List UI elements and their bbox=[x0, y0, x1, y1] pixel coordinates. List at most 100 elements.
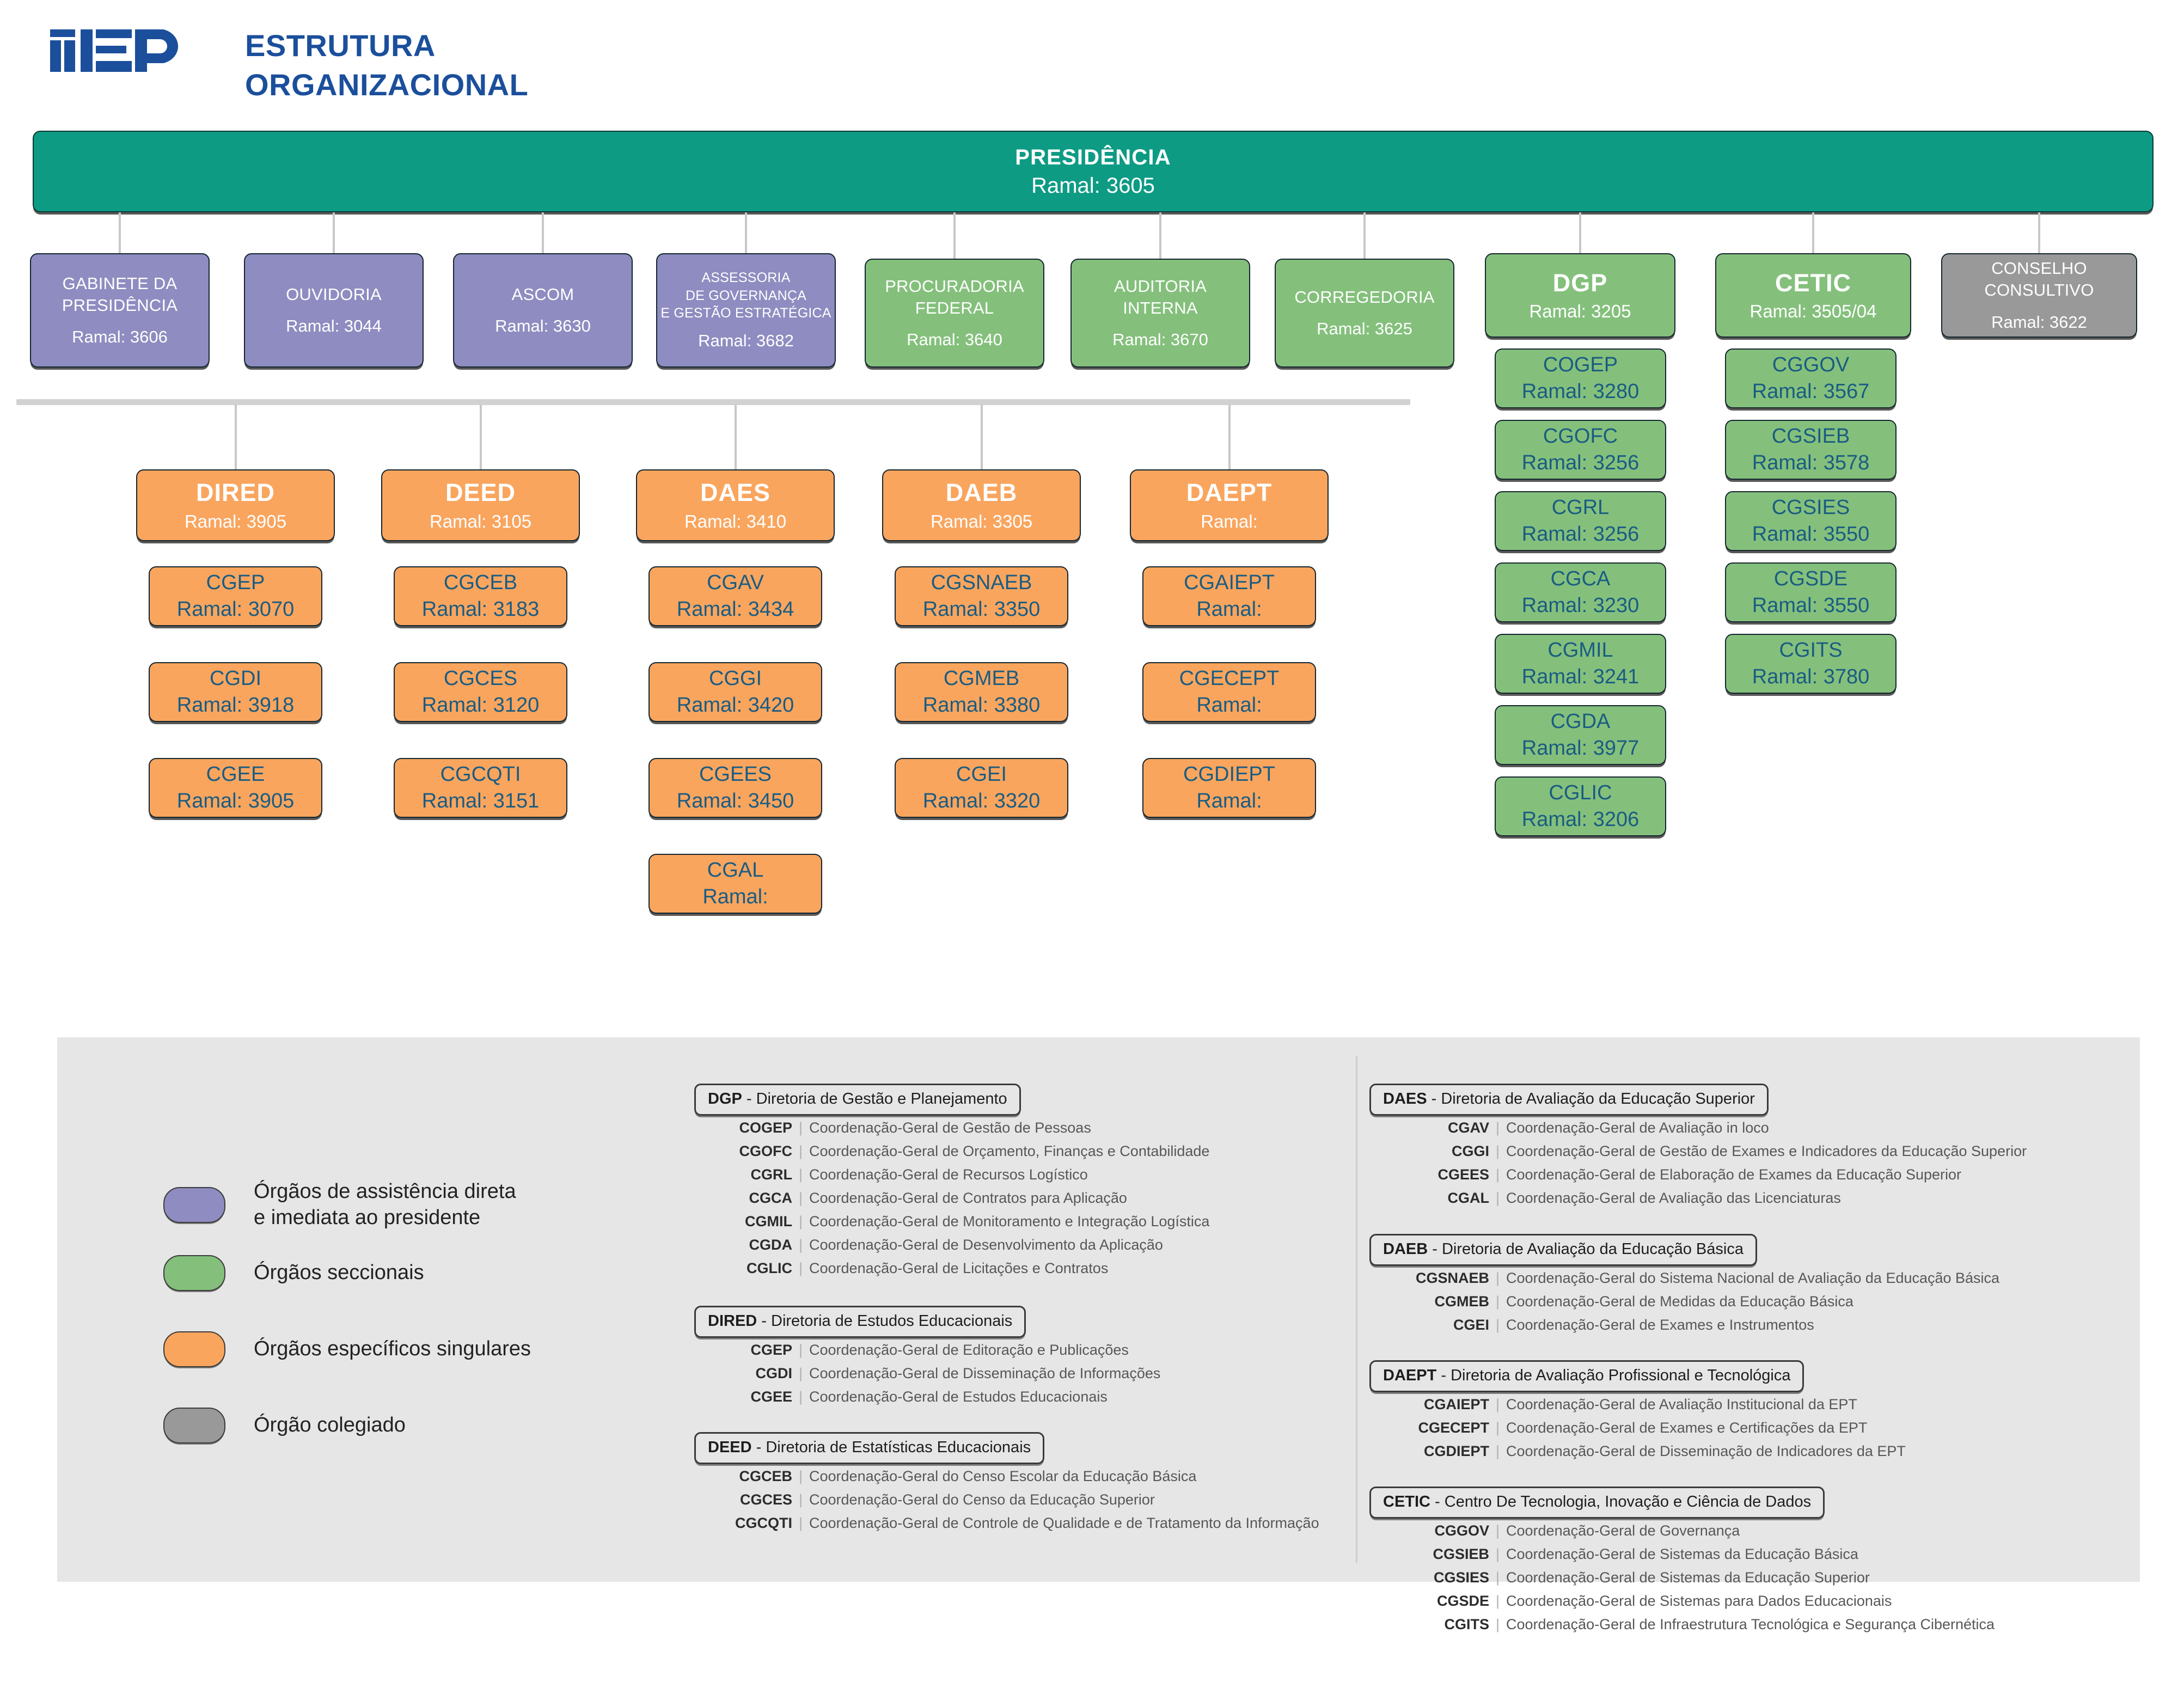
node-daes[interactable]: DAES Ramal: 3410 bbox=[636, 469, 835, 541]
glossary-row: CGAIEPT|Coordenação-Geral de Avaliação I… bbox=[1386, 1396, 1906, 1413]
glossary-row: CGEES|Coordenação-Geral de Elaboração de… bbox=[1386, 1166, 2027, 1183]
inep-logo bbox=[50, 29, 179, 72]
node-ramal: Ramal: 3410 bbox=[684, 511, 787, 531]
node-ramal: Ramal: 3905 bbox=[176, 790, 295, 812]
glossary-row: CGOFC|Coordenação-Geral de Orçamento, Fi… bbox=[711, 1143, 1210, 1160]
legend-label: Órgão colegiado bbox=[254, 1414, 406, 1437]
legend-divider bbox=[1356, 1056, 1357, 1563]
glossary-row-description: Coordenação-Geral de Monitoramento e Int… bbox=[809, 1213, 1210, 1230]
glossary-separator: | bbox=[799, 1143, 803, 1159]
node-title: PRESIDÊNCIA bbox=[1015, 145, 1171, 169]
glossary-row-description: Coordenação-Geral de Gestão de Exames e … bbox=[1506, 1143, 2027, 1159]
node-ramal: Ramal: 3241 bbox=[1521, 665, 1639, 688]
glossary-header-abbr: DIRED bbox=[708, 1312, 757, 1330]
node-title: CGAL bbox=[707, 858, 764, 882]
glossary-header-abbr: DAEB bbox=[1383, 1240, 1428, 1258]
glossary-header-name: - Diretoria de Avaliação Profissional e … bbox=[1436, 1367, 1791, 1384]
node-title: CGSNAEB bbox=[931, 571, 1032, 594]
node-title: DAES bbox=[700, 479, 771, 507]
node-title: CGDA bbox=[1550, 710, 1611, 733]
title-line-2: ORGANIZACIONAL bbox=[245, 67, 529, 102]
connector-directorate-0 bbox=[234, 405, 237, 470]
glossary-row: CGSIES|Coordenação-Geral de Sistemas da … bbox=[1386, 1569, 1995, 1586]
glossary-separator: | bbox=[1496, 1190, 1500, 1206]
glossary-separator: | bbox=[799, 1260, 803, 1276]
node-ramal: Ramal: 3350 bbox=[922, 598, 1041, 621]
glossary-row: CGDI|Coordenação-Geral de Disseminação d… bbox=[711, 1365, 1161, 1382]
glossary-row-description: Coordenação-Geral do Censo da Educação S… bbox=[809, 1491, 1155, 1508]
glossary-row-description: Coordenação-Geral de Desenvolvimento da … bbox=[809, 1237, 1163, 1253]
node-ramal: Ramal: 3606 bbox=[72, 327, 168, 347]
node-cgsnaeb[interactable]: CGSNAEB Ramal: 3350 bbox=[895, 566, 1068, 626]
glossary-row-description: Coordenação-Geral de Gestão de Pessoas bbox=[809, 1120, 1091, 1136]
node-ramal: Ramal: 3070 bbox=[176, 598, 295, 621]
glossary-header-name: - Diretoria de Avaliação da Educação Sup… bbox=[1427, 1090, 1755, 1108]
connector-presidency-2 bbox=[542, 212, 544, 253]
glossary-row: CGMIL|Coordenação-Geral de Monitoramento… bbox=[711, 1213, 1209, 1230]
connector-presidency-4 bbox=[953, 212, 956, 259]
glossary-row: CGEI|Coordenação-Geral de Exames e Instr… bbox=[1386, 1317, 1999, 1334]
glossary-header-name: - Diretoria de Gestão e Planejamento bbox=[742, 1090, 1007, 1108]
glossary-separator: | bbox=[1496, 1569, 1500, 1586]
node-title: CGITS bbox=[1779, 638, 1843, 662]
glossary-row: CGDA|Coordenação-Geral de Desenvolviment… bbox=[711, 1237, 1209, 1253]
node-ramal: Ramal: 3380 bbox=[922, 694, 1041, 717]
glossary-row: CGCEB|Coordenação-Geral do Censo Escolar… bbox=[711, 1468, 1319, 1485]
glossary-row-description: Coordenação-Geral de Disseminação de Ind… bbox=[1506, 1443, 1906, 1459]
glossary-header-name: - Diretoria de Estudos Educacionais bbox=[757, 1312, 1013, 1330]
glossary-row-abbr: CGEE bbox=[750, 1389, 792, 1405]
node-title: CGSIEB bbox=[1771, 424, 1850, 448]
glossary-list-dgp: COGEP|Coordenação-Geral de Gestão de Pes… bbox=[711, 1120, 1209, 1283]
node-ramal: Ramal: 3044 bbox=[286, 316, 382, 335]
glossary-header-cetic: CETIC - Centro De Tecnologia, Inovação e… bbox=[1369, 1487, 1825, 1519]
node-ramal: Ramal: 3625 bbox=[1317, 319, 1412, 338]
node-title: DEED bbox=[445, 479, 516, 507]
glossary-row-abbr: CGCQTI bbox=[735, 1515, 792, 1531]
node-title: COGEP bbox=[1543, 353, 1618, 376]
